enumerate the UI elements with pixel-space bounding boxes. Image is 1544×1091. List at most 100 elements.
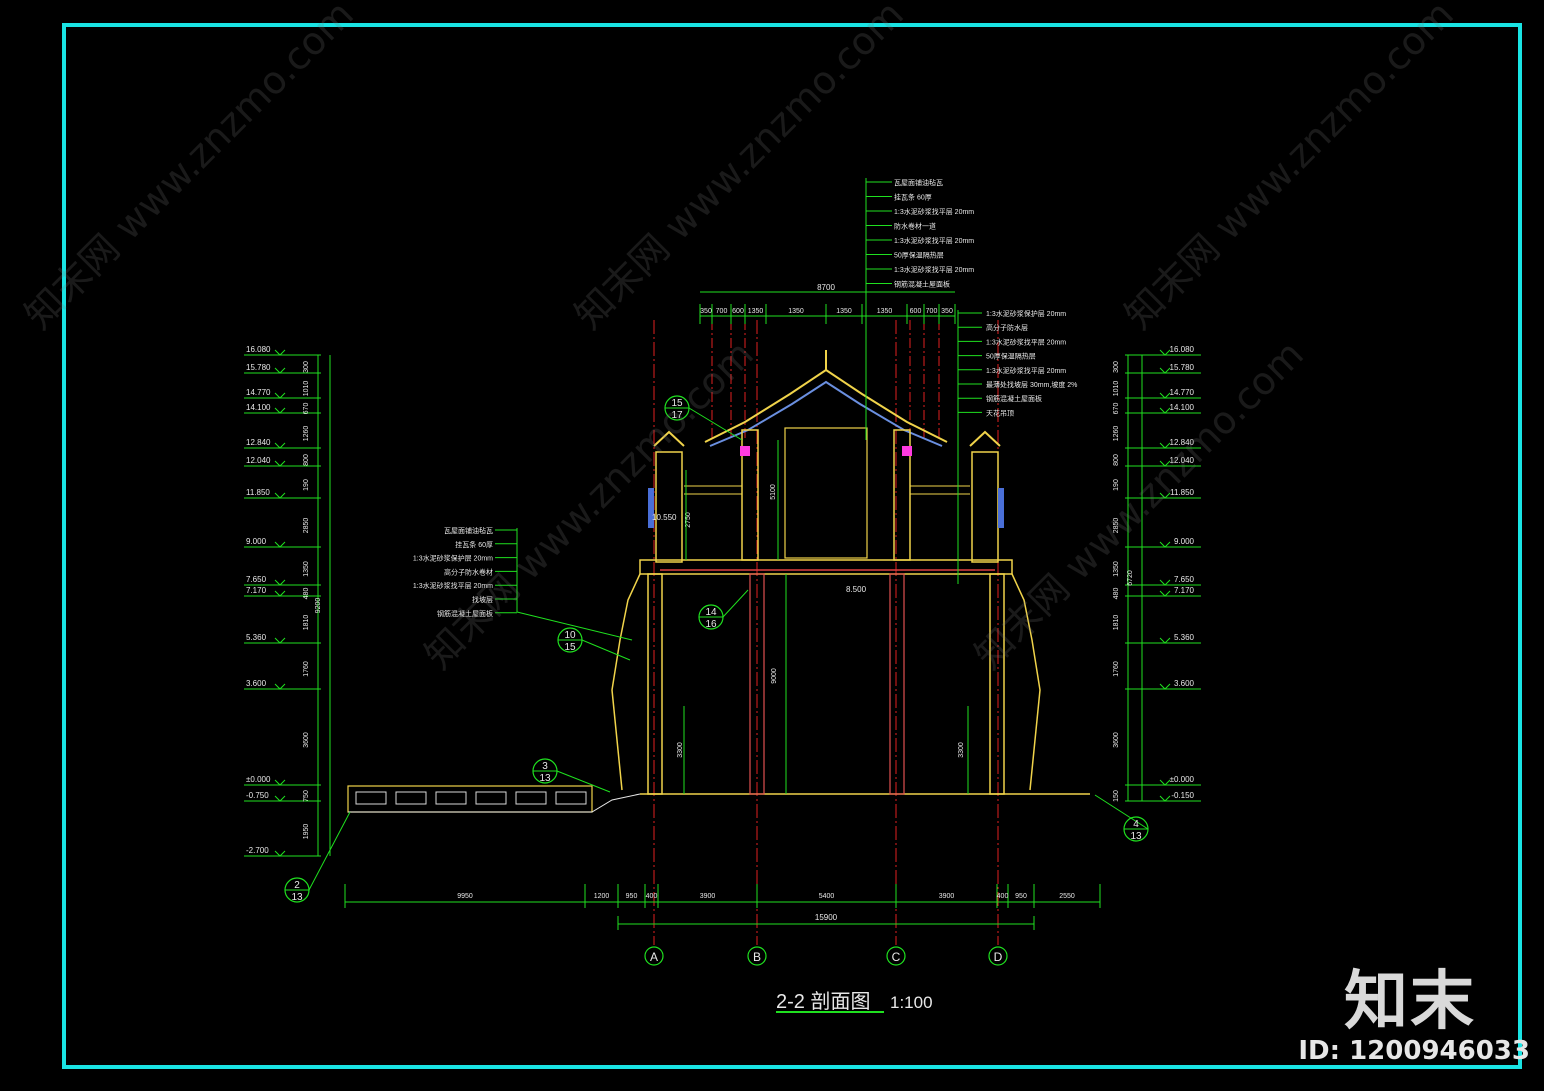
top-dim-6: 1350 [877,308,893,315]
top-dim-7: 600 [910,308,922,315]
upper-hall [784,427,868,559]
axis-bubble-B [747,946,767,966]
elev-dim-2: 670 [1113,403,1120,415]
tower-right [971,451,999,563]
elev-marker [274,442,286,449]
elev-label-13: -0.750 [246,791,269,800]
drawing-title: 2-2 剖面图 1:100 [776,990,933,1013]
elev-marker [1159,541,1171,548]
elev-label-9: 7.170 [246,586,267,595]
elev-marker [274,579,286,586]
top-dim-5: 1350 [836,308,852,315]
axis-label-B: B [753,950,761,964]
callout-leader [722,589,749,618]
roof-note-1: 挂瓦条 60厚 [894,193,932,202]
elev-label-1: 15.780 [1170,363,1195,372]
top-dim-9: 350 [941,308,953,315]
elev-marker [1159,683,1171,690]
elev-label-4: 12.840 [246,438,271,447]
elev-dim-7: 1350 [1113,561,1120,577]
wall-right [989,573,1005,795]
wall-right-outer [1011,573,1041,791]
axis-bubble-A [644,946,664,966]
left-note-6: 钢筋混凝土屋面板 [437,609,493,618]
elev-marker [274,392,286,399]
callout-leader [308,811,351,891]
elev-marker [274,590,286,597]
elev-dim-5: 190 [303,479,310,491]
elev-marker [1159,590,1171,597]
elev-label-12: ±0.000 [246,775,271,784]
inner-level-0: 10.550 [652,513,677,522]
roof-note-2: 1:3水泥砂浆找平层 20mm [894,207,974,216]
wall-left-outer [611,573,641,791]
inner-level-1: 8.500 [846,585,867,594]
elev-label-11: 3.600 [1174,679,1195,688]
elev-dim-6: 2850 [1113,518,1120,534]
elev-label-12: ±0.000 [1170,775,1195,784]
railing-panel [395,791,427,805]
callout-top-4: 2 [294,880,300,891]
bridge-railing [347,785,593,813]
elev-label-9: 7.170 [1174,586,1195,595]
callout-leader [1094,794,1149,830]
elev-dim-5: 190 [1113,479,1120,491]
elev-label-4: 12.840 [1170,438,1195,447]
elev-dim-2: 670 [303,403,310,415]
axis-label-A: A [650,950,658,964]
elev-dim-9: 1810 [303,615,310,631]
elev-dim-9: 1810 [1113,615,1120,631]
section-dim-3: 3300 [677,742,684,758]
elev-label-8: 7.650 [1174,575,1195,584]
elev-label-8: 7.650 [246,575,267,584]
bottom-dim-7: 400 [997,893,1009,900]
elev-label-6: 11.850 [1170,488,1194,497]
elev-dim-0: 300 [1113,361,1120,373]
elev-dim-1: 1010 [1113,381,1120,397]
elev-marker [1159,392,1171,399]
elev-label-11: 3.600 [246,679,267,688]
elev-marker [274,683,286,690]
elev-marker [274,795,286,802]
elev-marker [1159,367,1171,374]
elev-dim-8: 480 [303,588,310,600]
elev-dim-13: 1950 [303,824,310,840]
title-scale: 1:100 [890,993,933,1012]
left-note-0: 瓦屋面铺油毡瓦 [444,526,493,535]
elev-dim-4: 800 [1113,454,1120,466]
image-id: ID: 1200946033 [1298,1036,1530,1066]
callout-top-3: 3 [542,761,548,772]
axis-lines [653,320,999,945]
callout-leader [556,770,611,793]
floor-slab [639,559,1013,575]
elev-marker [274,460,286,467]
top-dim-2: 600 [732,308,744,315]
elev-label-6: 11.850 [246,488,270,497]
roof-note-3: 防水卷材一道 [894,222,936,231]
left-note-4: 1:3水泥砂浆找平层 20mm [413,581,493,590]
elev-marker [1159,795,1171,802]
brand-logo: 知末 [1344,965,1476,1039]
elev-dim-6: 2850 [303,518,310,534]
elev-label-3: 14.100 [1170,403,1195,412]
axis-bubble-C [886,946,906,966]
elev-label-5: 12.040 [1170,456,1195,465]
callout-leader [688,407,743,441]
elev-label-0: 16.080 [1170,345,1195,354]
floor-note-6: 钢筋混凝土屋面板 [986,394,1042,403]
elev-marker [274,492,286,499]
elev-label-10: 5.360 [246,633,267,642]
elev-dim-1: 1010 [303,381,310,397]
bottom-dim-4: 3900 [700,893,716,900]
elev-dim-11: 3600 [303,732,310,748]
elev-marker [274,850,286,857]
callout-bottom-5: 13 [1130,831,1142,842]
column-C [889,573,905,795]
floor-note-1: 高分子防水层 [986,323,1028,332]
elev-label-1: 15.780 [246,363,271,372]
left-note-1: 挂瓦条 60厚 [455,540,493,549]
floor-note-0: 1:3水泥砂浆保护层 20mm [986,309,1066,318]
bottom-dim-6: 3900 [939,893,955,900]
